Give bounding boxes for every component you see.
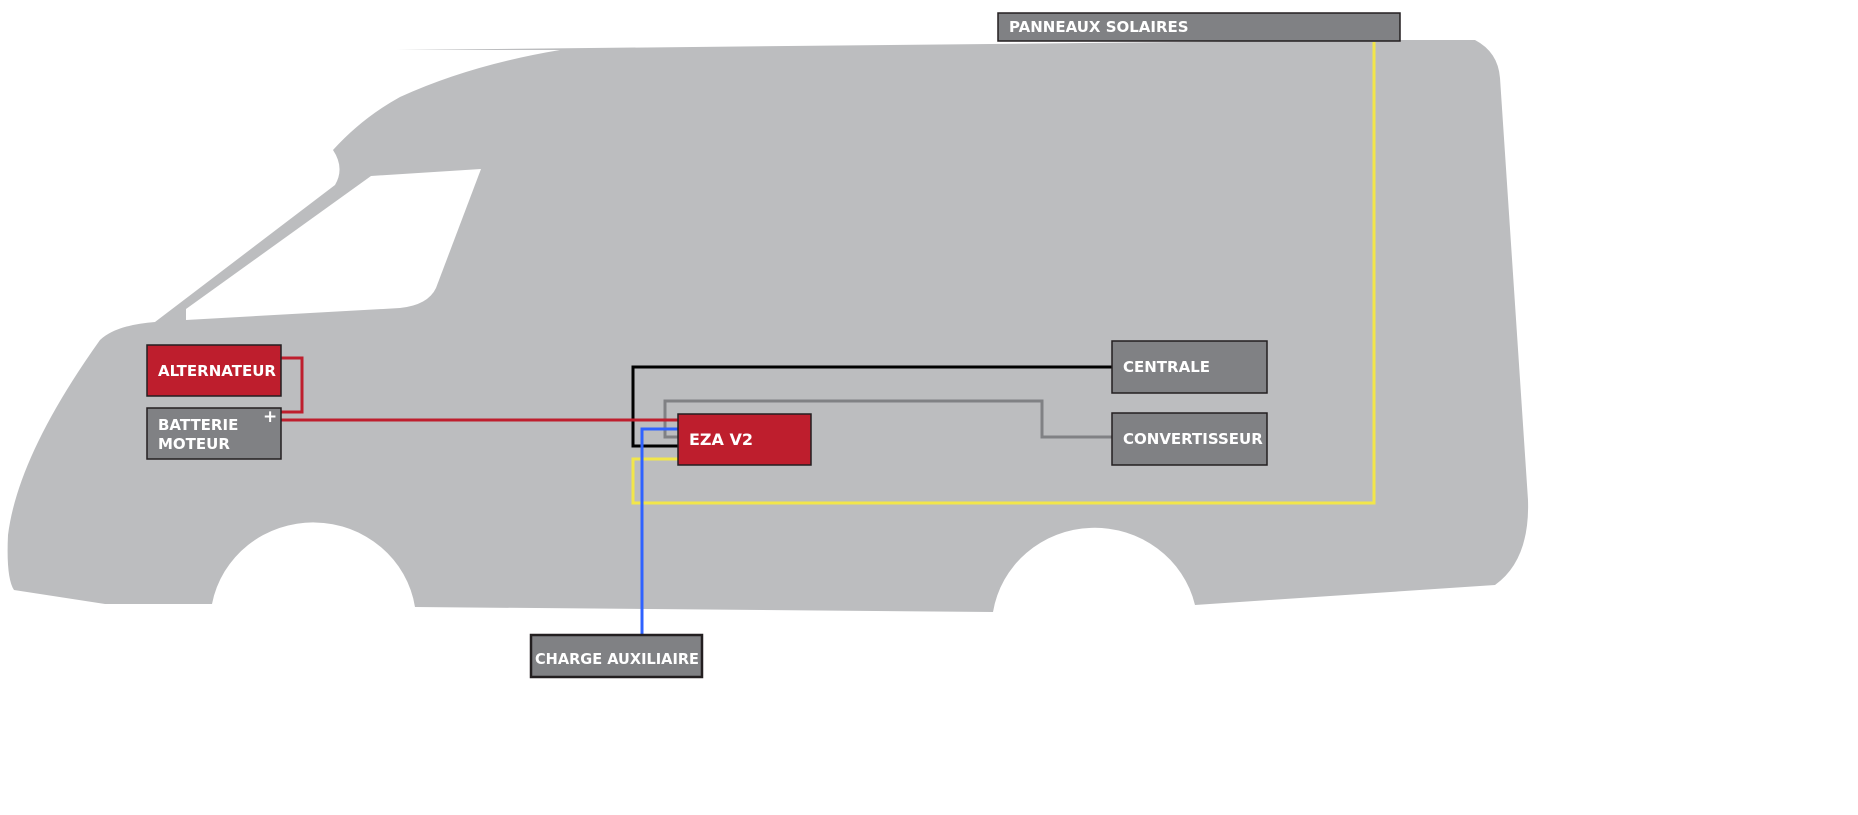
alternator-wire: [281, 356, 304, 414]
central-unit-label: CENTRALE: [1123, 358, 1210, 376]
engine-battery-box: BATTERIE MOTEUR +: [146, 407, 282, 460]
engine-battery-label-line2: MOTEUR: [158, 435, 230, 453]
alternator-label: ALTERNATEUR: [158, 362, 276, 380]
wires: [281, 42, 1376, 635]
engine-battery-label-line1: BATTERIE: [158, 416, 238, 434]
battery-plus-icon: +: [263, 407, 277, 427]
converter-label: CONVERTISSEUR: [1123, 430, 1263, 448]
converter-box: CONVERTISSEUR: [1111, 412, 1268, 466]
eza-v2-box: EZA V2: [677, 413, 812, 466]
auxiliary-charge-box: CHARGE AUXILIAIRE: [529, 633, 704, 679]
converter-wire: [663, 399, 1112, 439]
solar-panels-label: PANNEAUX SOLAIRES: [1009, 18, 1189, 36]
central-unit-box: CENTRALE: [1111, 340, 1268, 394]
eza-v2-label: EZA V2: [689, 430, 753, 449]
alternator-box: ALTERNATEUR: [146, 344, 282, 397]
solar-wire: [631, 42, 1376, 505]
solar-panels-box: PANNEAUX SOLAIRES: [997, 12, 1401, 42]
camper-van-silhouette: [7, 40, 1529, 612]
auxiliary-charge-label: CHARGE AUXILIAIRE: [535, 650, 699, 668]
van-body: [7, 40, 1529, 612]
central-unit-wire: [631, 365, 1112, 448]
auxiliary-charge-wire: [640, 427, 678, 635]
windshield: [186, 169, 481, 320]
component-boxes: PANNEAUX SOLAIRES ALTERNATEUR BATTERIE M…: [146, 12, 1401, 679]
